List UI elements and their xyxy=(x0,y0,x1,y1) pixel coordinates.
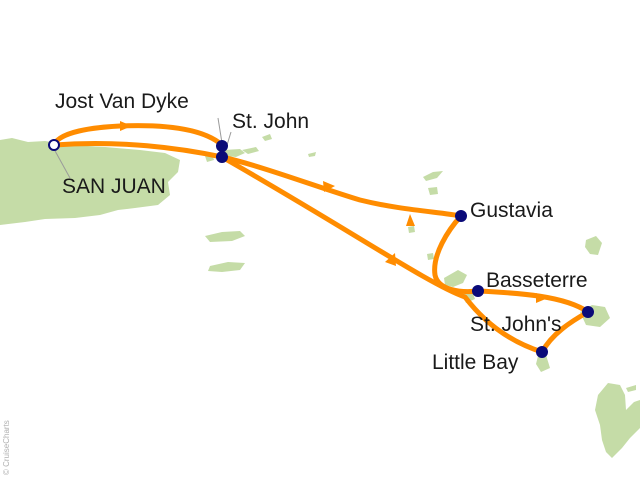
island-barbuda xyxy=(585,236,602,255)
port-marker-st-john[interactable] xyxy=(216,151,228,163)
island-st-thomas xyxy=(224,149,245,157)
island-st-martin xyxy=(428,187,438,195)
label-leader-lines xyxy=(53,117,232,179)
cruise-route xyxy=(51,123,591,355)
leader-san-juan xyxy=(53,148,71,179)
island-tortola xyxy=(242,147,259,154)
island-montserrat xyxy=(536,355,550,372)
island-guadeloupe xyxy=(595,383,640,458)
island-saba xyxy=(408,226,415,233)
island-anegada xyxy=(308,152,316,157)
label-st-johns: St. John's xyxy=(470,313,562,336)
land-masses xyxy=(0,134,640,458)
island-virgin-gorda xyxy=(262,134,272,141)
port-labels: Jost Van Dyke St. John SAN JUAN Gustavia… xyxy=(55,90,588,374)
port-marker-basseterre[interactable] xyxy=(472,285,484,297)
route-direction-arrows xyxy=(120,121,548,303)
route-leg-stjohn-sanjuan-return xyxy=(51,140,225,160)
port-marker-jost-van-dyke[interactable] xyxy=(216,140,228,152)
port-markers xyxy=(48,139,594,358)
map-credit: © CruiseCharts xyxy=(2,420,11,475)
island-st-croix xyxy=(208,262,245,272)
port-marker-san-juan[interactable] xyxy=(48,139,60,151)
label-jost-van-dyke: Jost Van Dyke xyxy=(55,90,189,113)
label-san-juan: SAN JUAN xyxy=(62,175,166,198)
island-la-desirade xyxy=(626,385,636,392)
label-little-bay: Little Bay xyxy=(432,351,519,374)
port-marker-little-bay[interactable] xyxy=(536,346,548,358)
leader-st-john xyxy=(223,131,232,156)
label-basseterre: Basseterre xyxy=(486,269,588,292)
direction-arrow xyxy=(120,121,132,131)
route-leg-gustavia-basseterre xyxy=(432,213,481,295)
label-st-john: St. John xyxy=(232,110,309,133)
direction-arrow xyxy=(536,293,548,303)
island-vieques xyxy=(205,231,245,242)
leader-jost-van-dyke xyxy=(217,117,223,144)
island-anguilla xyxy=(423,171,443,181)
direction-arrow xyxy=(385,253,396,266)
label-gustavia: Gustavia xyxy=(470,199,553,222)
direction-arrow xyxy=(406,214,415,226)
island-puerto-rico xyxy=(0,138,180,225)
port-marker-st-johns[interactable] xyxy=(582,306,594,318)
island-st-kitts xyxy=(444,270,467,287)
route-leg-littlebay-return xyxy=(219,154,545,355)
island-st-eustatius xyxy=(427,253,434,260)
port-marker-gustavia[interactable] xyxy=(455,210,467,222)
route-leg-stjohn-gustavia xyxy=(219,154,464,219)
direction-arrow xyxy=(323,181,335,192)
